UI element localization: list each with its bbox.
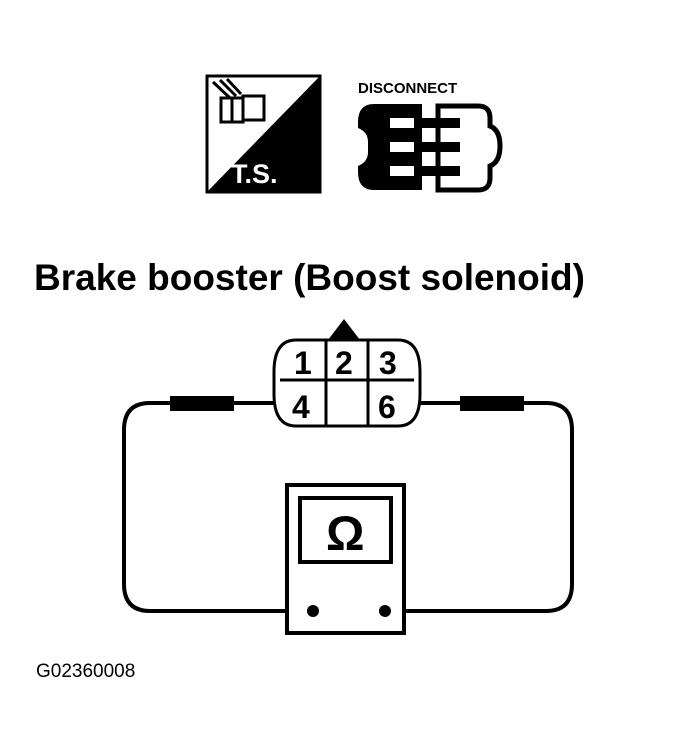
meter-display bbox=[298, 496, 393, 564]
ts-label: T.S. bbox=[231, 159, 278, 189]
connector-key-icon bbox=[328, 319, 360, 340]
figure-code: G02360008 bbox=[36, 661, 135, 682]
pin-1: 1 bbox=[294, 345, 312, 381]
meter-terminal-left bbox=[307, 605, 319, 617]
diagram-title: Brake booster (Boost solenoid) bbox=[34, 257, 585, 298]
pin-4: 4 bbox=[292, 389, 310, 425]
pin-3: 3 bbox=[379, 345, 397, 381]
ohmmeter-icon: Ω bbox=[285, 483, 406, 635]
connector-sketch-icon bbox=[211, 77, 266, 124]
disconnect-icon: DISCONNECT bbox=[358, 80, 503, 193]
test-terminal-icon: T.S. bbox=[205, 74, 322, 194]
test-leads bbox=[122, 401, 574, 613]
disconnect-label: DISCONNECT bbox=[358, 80, 457, 97]
pin-6: 6 bbox=[378, 389, 396, 425]
pin-2: 2 bbox=[335, 345, 353, 381]
left-probe bbox=[170, 396, 234, 411]
ohm-symbol: Ω bbox=[326, 508, 364, 561]
right-probe bbox=[460, 396, 524, 411]
connector: 1 2 3 4 6 bbox=[272, 319, 422, 428]
meter-terminal-right bbox=[379, 605, 391, 617]
